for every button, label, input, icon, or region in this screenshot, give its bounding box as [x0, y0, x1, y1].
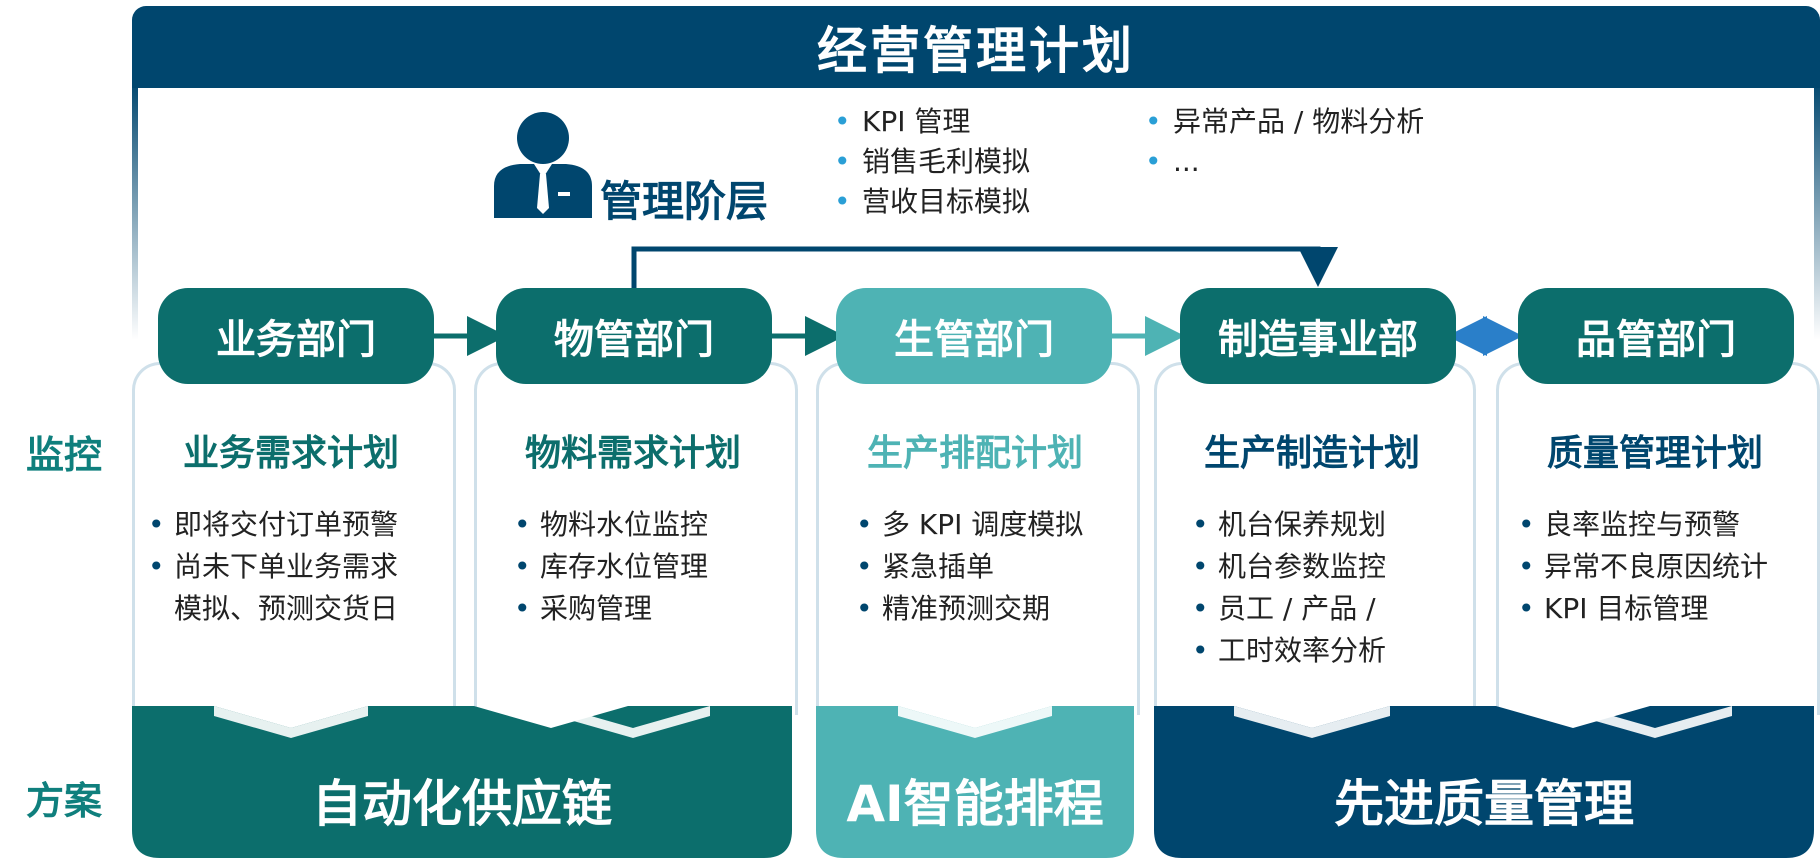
- chevron-decoration: [898, 706, 1052, 738]
- dept-production-control: 生管部门: [836, 288, 1112, 384]
- plan-title-business: 业务需求计划: [182, 433, 399, 474]
- chevron-decoration: [214, 706, 368, 738]
- plan-title-production-control: 生产排配计划: [866, 433, 1083, 474]
- items-business: 即将交付订单预警 尚未下单业务需求 模拟、预测交货日: [148, 504, 398, 630]
- list-item: 异常产品 / 物料分析: [1145, 102, 1424, 142]
- items-quality: 良率监控与预警 异常不良原因统计 KPI 目标管理: [1518, 504, 1768, 630]
- list-item: 多 KPI 调度模拟: [856, 504, 1083, 546]
- plan-title-manufacturing: 生产制造计划: [1203, 433, 1420, 474]
- management-bullets-right: 异常产品 / 物料分析 ...: [1145, 102, 1424, 182]
- banner-title: 经营管理计划: [817, 22, 1135, 80]
- dept-manufacturing: 制造事业部: [1180, 288, 1456, 384]
- list-item: ...: [1145, 142, 1424, 182]
- list-item: 销售毛利模拟: [834, 142, 1030, 182]
- plan-title-quality: 质量管理计划: [1546, 433, 1763, 474]
- plan-title-materials: 物料需求计划: [524, 433, 741, 474]
- solution-block-ai-scheduling: [816, 706, 1134, 858]
- frame-left: [132, 80, 138, 340]
- list-item: 采购管理: [514, 588, 708, 630]
- list-item: 即将交付订单预警: [148, 504, 398, 546]
- list-item: 机台保养规划: [1192, 504, 1386, 546]
- banner: 经营管理计划: [132, 6, 1820, 88]
- list-item: 紧急插单: [856, 546, 1083, 588]
- list-item: 工时效率分析: [1192, 630, 1386, 672]
- list-item: 机台参数监控: [1192, 546, 1386, 588]
- list-item: 营收目标模拟: [834, 182, 1030, 222]
- list-item: 模拟、预测交货日: [174, 592, 399, 625]
- items-materials: 物料水位监控 库存水位管理 采购管理: [514, 504, 708, 630]
- management-bullets-left: KPI 管理 销售毛利模拟 营收目标模拟: [834, 102, 1030, 222]
- solution-block-supply-chain: [132, 706, 792, 858]
- frame-right: [1814, 80, 1820, 340]
- dept-quality: 品管部门: [1518, 288, 1794, 384]
- dept-business: 业务部门: [158, 288, 434, 384]
- list-item: 异常不良原因统计: [1518, 546, 1768, 588]
- list-item: 员工 / 产品 /: [1192, 588, 1386, 630]
- solution-supply-chain: 自动化供应链: [312, 775, 612, 833]
- list-item: KPI 管理: [834, 102, 1030, 142]
- list-item: 库存水位管理: [514, 546, 708, 588]
- monitor-label: 监控: [26, 433, 103, 477]
- list-item: 物料水位监控: [514, 504, 708, 546]
- chevron-decoration: [1234, 706, 1390, 738]
- management-label: 管理阶层: [600, 177, 769, 226]
- arrow-connector: [631, 246, 1338, 290]
- list-item: 良率监控与预警: [1518, 504, 1768, 546]
- items-production-control: 多 KPI 调度模拟 紧急插单 精准预测交期: [856, 504, 1083, 630]
- list-item: 尚未下单业务需求: [148, 546, 398, 588]
- chevron-decoration: [1578, 706, 1732, 738]
- solution-quality: 先进质量管理: [1334, 775, 1634, 833]
- solution-block-quality: [1154, 706, 1814, 858]
- dept-materials: 物管部门: [496, 288, 772, 384]
- items-manufacturing: 机台保养规划 机台参数监控 员工 / 产品 / 工时效率分析: [1192, 504, 1386, 672]
- solution-label: 方案: [26, 779, 103, 823]
- list-item: 精准预测交期: [856, 588, 1083, 630]
- solution-ai-scheduling: AI智能排程: [846, 775, 1104, 833]
- list-item: KPI 目标管理: [1518, 588, 1768, 630]
- manager-icon: [494, 112, 592, 218]
- chevron-decoration: [556, 706, 710, 738]
